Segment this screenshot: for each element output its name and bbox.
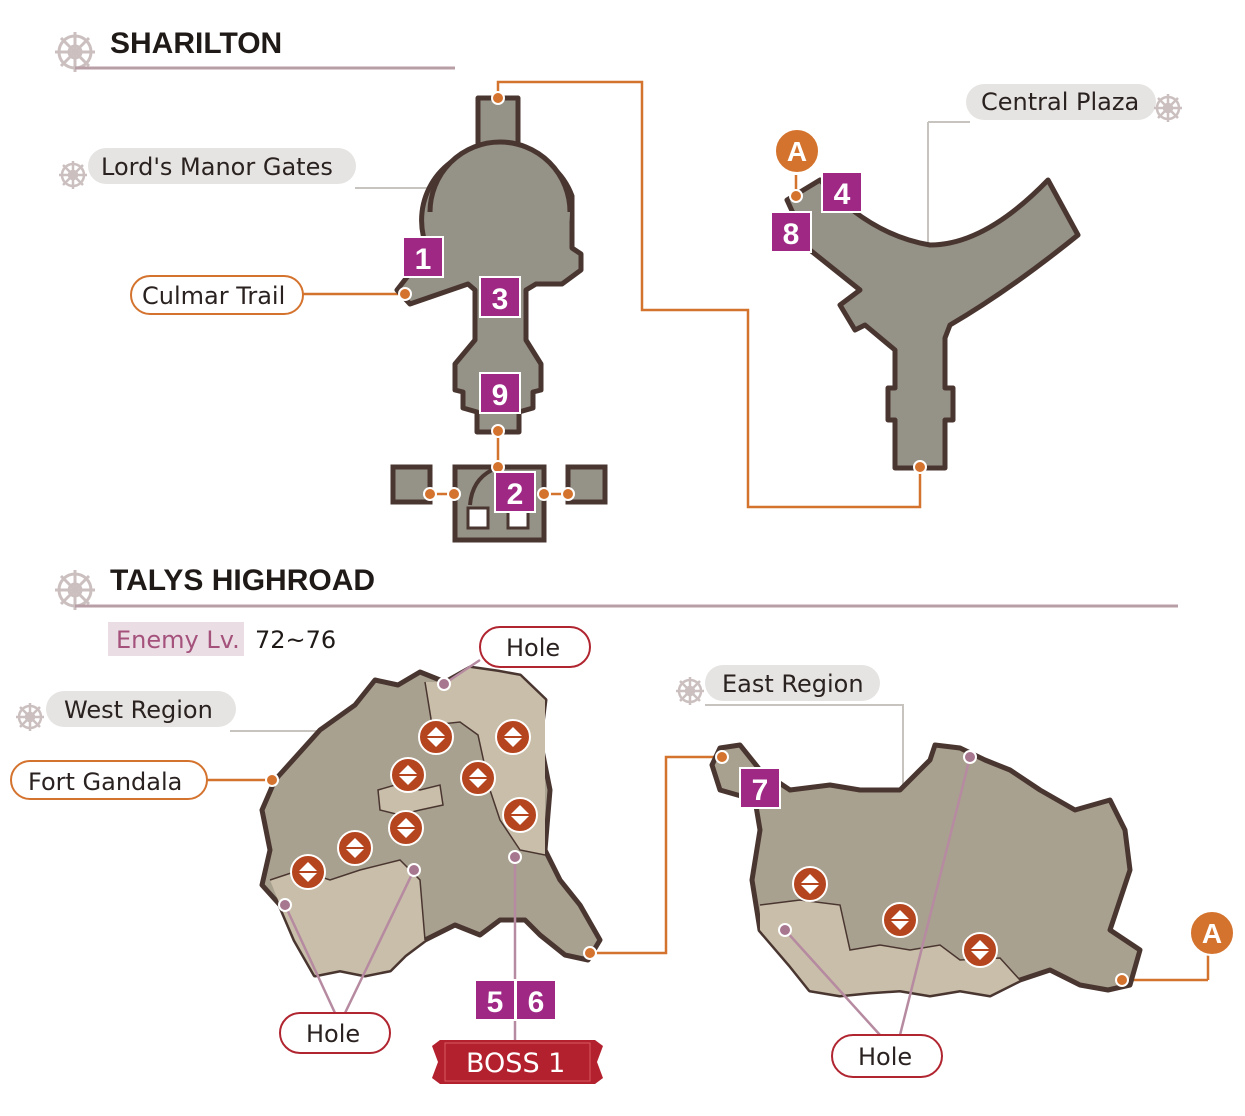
svg-text:A: A — [1202, 918, 1222, 949]
enemy-icon — [792, 866, 828, 902]
west-region-area — [259, 665, 603, 978]
svg-text:Hole: Hole — [306, 1020, 360, 1048]
connector-dots — [265, 91, 1129, 987]
svg-text:Hole: Hole — [858, 1043, 912, 1071]
enemy-icon — [962, 932, 998, 968]
lords-manor-area — [394, 95, 584, 435]
enemy-icon — [882, 902, 918, 938]
boss-banner: BOSS 1 — [432, 1040, 603, 1084]
wheel-icon — [55, 570, 95, 610]
enemy-icon — [337, 830, 373, 866]
enemy-level-label: Enemy Lv. — [116, 626, 240, 654]
svg-text:6: 6 — [528, 986, 545, 1019]
enemy-icon — [418, 719, 454, 755]
marker-9: 9 — [479, 372, 521, 414]
wheel-icon — [16, 703, 44, 731]
svg-text:5: 5 — [487, 986, 504, 1019]
enemy-icon — [495, 719, 531, 755]
enemy-level: Enemy Lv. 72~76 — [108, 622, 336, 656]
svg-text:East Region: East Region — [722, 670, 864, 698]
central-plaza-label: Central Plaza — [966, 84, 1182, 122]
svg-text:4: 4 — [834, 178, 851, 211]
svg-text:Central Plaza: Central Plaza — [981, 88, 1139, 116]
enemy-icon — [502, 797, 538, 833]
marker-a-bottom: A — [1189, 910, 1235, 956]
svg-text:A: A — [787, 136, 807, 167]
hole-label-top: Hole — [479, 626, 591, 668]
marker-4: 4 — [821, 171, 863, 213]
svg-text:7: 7 — [752, 774, 769, 807]
hole-label-right: Hole — [831, 1034, 943, 1078]
marker-6: 6 — [515, 979, 557, 1021]
enemy-icon — [390, 757, 426, 793]
culmar-trail-label: Culmar Trail — [130, 275, 304, 315]
central-plaza-area — [784, 177, 1081, 471]
fort-gandala-label: Fort Gandala — [10, 760, 208, 800]
sharilton-title: SHARILTON — [110, 27, 282, 60]
enemy-icon — [460, 760, 496, 796]
marker-1: 1 — [402, 236, 444, 278]
marker-a-top: A — [774, 128, 820, 174]
svg-text:1: 1 — [415, 243, 432, 276]
svg-text:9: 9 — [492, 379, 509, 412]
wheel-icon — [55, 32, 95, 72]
sharilton-header: SHARILTON — [55, 27, 455, 72]
talys-header: TALYS HIGHROAD — [55, 564, 1178, 610]
hole-label-left: Hole — [279, 1012, 391, 1054]
east-region-label: East Region — [676, 665, 880, 705]
svg-text:Lord's Manor Gates: Lord's Manor Gates — [101, 153, 333, 181]
enemy-icon — [388, 810, 424, 846]
svg-text:Fort Gandala: Fort Gandala — [28, 768, 182, 796]
leader-lines — [230, 121, 970, 790]
boss-label: BOSS 1 — [466, 1048, 565, 1079]
svg-text:3: 3 — [492, 283, 509, 316]
enemy-level-value: 72~76 — [255, 626, 336, 654]
hole-leaders — [283, 658, 972, 1040]
talys-title: TALYS HIGHROAD — [110, 564, 375, 597]
enemy-icons — [290, 719, 998, 968]
wheel-icon — [676, 677, 704, 705]
svg-text:West Region: West Region — [64, 696, 213, 724]
svg-text:Culmar Trail: Culmar Trail — [142, 282, 285, 310]
marker-5: 5 — [474, 979, 516, 1021]
enemy-icon — [290, 854, 326, 890]
marker-3: 3 — [479, 276, 521, 318]
wheel-icon — [59, 161, 87, 189]
wheel-icon — [1154, 94, 1182, 122]
lords-manor-gates-label: Lord's Manor Gates — [59, 148, 356, 189]
svg-text:8: 8 — [783, 218, 800, 251]
marker-2: 2 — [494, 471, 536, 513]
svg-text:2: 2 — [507, 478, 524, 511]
east-region-area — [709, 742, 1143, 998]
marker-8: 8 — [770, 211, 812, 253]
west-region-label: West Region — [16, 691, 236, 731]
svg-text:Hole: Hole — [506, 634, 560, 662]
marker-7: 7 — [739, 767, 781, 809]
numbered-markers: 1 3 9 2 4 8 7 5 6 — [402, 171, 863, 1021]
